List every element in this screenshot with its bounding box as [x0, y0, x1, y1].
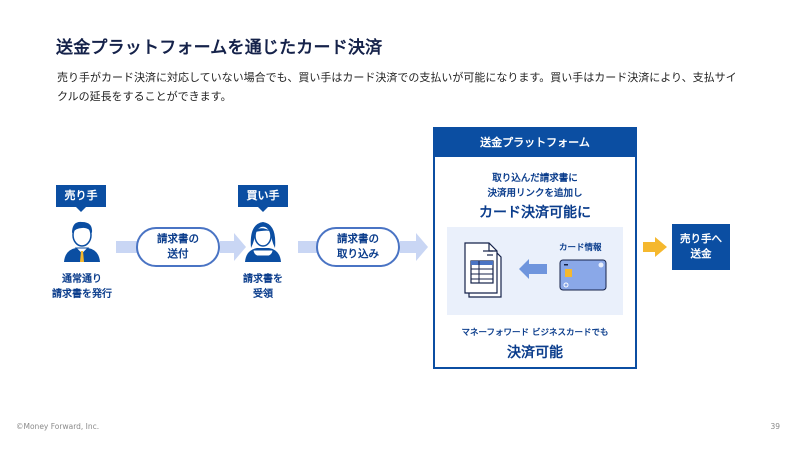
mf-business-card-note: マネーフォワード ビジネスカードでも — [461, 328, 609, 338]
card-info-label: カード情報 — [559, 243, 602, 253]
seller-person-icon — [64, 221, 100, 262]
step-send-invoice: 請求書の送付 — [136, 227, 220, 267]
copyright: ©Money Forward, Inc. — [16, 422, 100, 431]
flow-arrow-icon — [220, 233, 246, 261]
credit-card-icon — [559, 259, 607, 291]
slide-title: 送金プラットフォームを通じたカード決済 — [56, 38, 383, 58]
left-arrow-icon — [519, 259, 547, 279]
transfer-platform-box: 送金プラットフォーム 取り込んだ請求書に 決済用リンクを追加し カード決済可能に… — [433, 127, 637, 369]
platform-headline: カード決済可能に — [479, 205, 591, 221]
yellow-arrow-icon — [643, 237, 667, 257]
slide-description: 売り手がカード決済に対応していない場合でも、買い手はカード決済での支払いが可能に… — [57, 71, 737, 103]
flow-arrow-icon — [400, 233, 428, 261]
platform-description: 取り込んだ請求書に 決済用リンクを追加し — [487, 173, 583, 199]
page-number: 39 — [770, 422, 780, 431]
platform-header: 送金プラットフォーム — [435, 129, 635, 157]
buyer-tag: 買い手 — [238, 185, 288, 212]
remit-to-seller-box: 売り手へ送金 — [672, 224, 730, 270]
mf-business-card-headline: 決済可能 — [507, 345, 563, 361]
flow-arrow-icon — [116, 241, 140, 253]
buyer-caption: 請求書を 受領 — [243, 274, 283, 300]
invoice-document-icon — [464, 242, 502, 298]
seller-caption: 通常通り 請求書を発行 — [52, 274, 112, 300]
card-payment-panel: カード情報 — [447, 227, 623, 315]
seller-tag: 売り手 — [56, 185, 106, 212]
flow-arrow-icon — [298, 241, 320, 253]
step-import-invoice: 請求書の取り込み — [316, 227, 400, 267]
buyer-person-icon — [245, 222, 281, 262]
